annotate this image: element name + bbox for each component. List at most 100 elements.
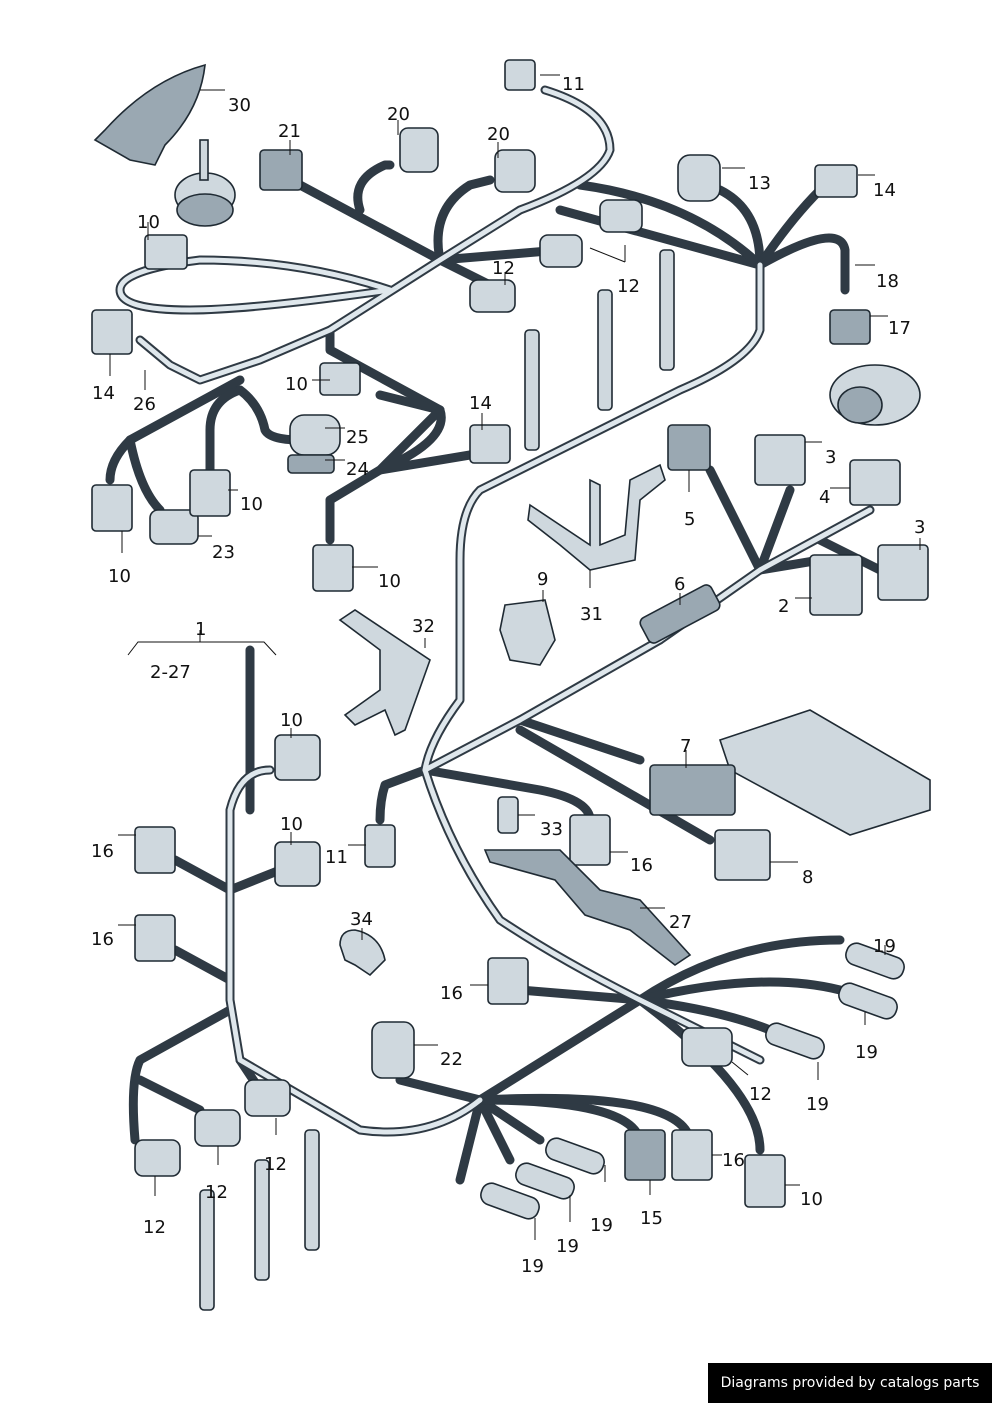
callout-12f: 12 (143, 1217, 166, 1238)
callout-33: 33 (540, 819, 563, 840)
connector-10g (274, 841, 321, 887)
callout-19a: 19 (873, 936, 896, 957)
callout-25: 25 (346, 427, 369, 448)
elbow-25 (289, 414, 341, 456)
connector-13 (677, 154, 721, 202)
glow-plug-19d (545, 1137, 605, 1175)
footer-credit: Diagrams provided by catalogs parts (708, 1363, 992, 1403)
callout-16b: 16 (630, 855, 653, 876)
injector-5 (254, 1159, 270, 1281)
callout-26: 26 (133, 394, 156, 415)
callout-10h: 10 (800, 1189, 823, 1210)
callout-22: 22 (440, 1049, 463, 1070)
callout-3a: 3 (825, 447, 836, 468)
callout-31: 31 (580, 604, 603, 625)
clip-34 (339, 929, 386, 977)
callout-6: 6 (674, 574, 685, 595)
connector-9 (499, 599, 556, 666)
cable-duct-27 (483, 849, 692, 966)
control-unit (718, 709, 931, 836)
air-mass-meter (829, 364, 921, 426)
callout-17: 17 (888, 318, 911, 339)
callout-12e: 12 (205, 1182, 228, 1203)
components (91, 59, 931, 1311)
callout-11a: 11 (562, 74, 585, 95)
callout-12a: 12 (492, 258, 515, 279)
connector-16d (487, 957, 529, 1005)
injector-4 (199, 1189, 215, 1311)
connector-10h (744, 1154, 786, 1208)
callout-9: 9 (537, 569, 548, 590)
connector-22 (371, 1021, 415, 1079)
callout-10b: 10 (285, 374, 308, 395)
callout-27: 27 (669, 912, 692, 933)
heat-shield-30 (93, 63, 206, 166)
callout-19b: 19 (855, 1042, 878, 1063)
connector-12b2 (599, 199, 643, 233)
connector-16a (134, 826, 176, 874)
connector-10c (91, 484, 133, 532)
connector-16c (134, 914, 176, 962)
connector-11b (364, 824, 396, 868)
callout-2-27: 2-27 (150, 662, 191, 683)
callout-12c: 12 (749, 1084, 772, 1105)
pressure-converter (174, 139, 236, 227)
grommet-6 (639, 584, 721, 644)
callout-20a: 20 (387, 104, 410, 125)
bracket-32 (338, 609, 431, 737)
callout-14c: 14 (469, 393, 492, 414)
callout-12b: 12 (617, 276, 640, 297)
callout-32: 32 (412, 616, 435, 637)
connector-16e (671, 1129, 713, 1181)
glow-plug-19f (480, 1182, 540, 1220)
callout-4: 4 (819, 487, 830, 508)
connector-20a (399, 127, 439, 173)
callout-7: 7 (680, 736, 691, 757)
callout-10a: 10 (137, 212, 160, 233)
callout-15: 15 (640, 1208, 663, 1229)
callout-24: 24 (346, 459, 369, 480)
glow-plug-19b (838, 982, 898, 1020)
connector-12c (681, 1027, 733, 1067)
callout-19e: 19 (556, 1236, 579, 1257)
connector-10a (144, 234, 188, 270)
callout-8: 8 (802, 867, 813, 888)
callout-labels: 30 21 20 20 11 13 14 10 12 12 18 17 14 2… (91, 74, 925, 1277)
callout-3b: 3 (914, 517, 925, 538)
connector-16b (569, 814, 611, 866)
callout-10d: 10 (240, 494, 263, 515)
clip-24 (287, 454, 335, 474)
connector-2 (809, 554, 863, 616)
bolt-33 (497, 796, 519, 834)
bracket-31 (527, 463, 666, 571)
glow-plug-19e (515, 1162, 575, 1200)
connector-11a (504, 59, 536, 91)
connector-12f (134, 1139, 181, 1177)
callout-14a: 14 (873, 180, 896, 201)
callout-20b: 20 (487, 124, 510, 145)
connector-20b (494, 149, 536, 193)
leader-lines (109, 74, 921, 1240)
connector-3b (877, 544, 929, 601)
callout-19c: 19 (806, 1094, 829, 1115)
injector-3 (659, 249, 675, 371)
callout-30: 30 (228, 95, 251, 116)
connector-10d (189, 469, 231, 517)
connector-23 (149, 509, 199, 545)
callout-12d: 12 (264, 1154, 287, 1175)
connector-4 (849, 459, 901, 506)
connector-10b (319, 362, 361, 396)
injector-1 (524, 329, 540, 451)
callout-10e: 10 (378, 571, 401, 592)
connector-12a (469, 279, 516, 313)
glow-plug-19a (845, 942, 905, 980)
connector-14b (91, 309, 133, 355)
sensor-17 (829, 309, 871, 345)
injector-2 (597, 289, 613, 411)
callout-13: 13 (748, 173, 771, 194)
callout-1: 1 (195, 619, 206, 640)
callout-19d: 19 (590, 1215, 613, 1236)
callout-5: 5 (684, 509, 695, 530)
harness-wires (105, 85, 885, 1185)
